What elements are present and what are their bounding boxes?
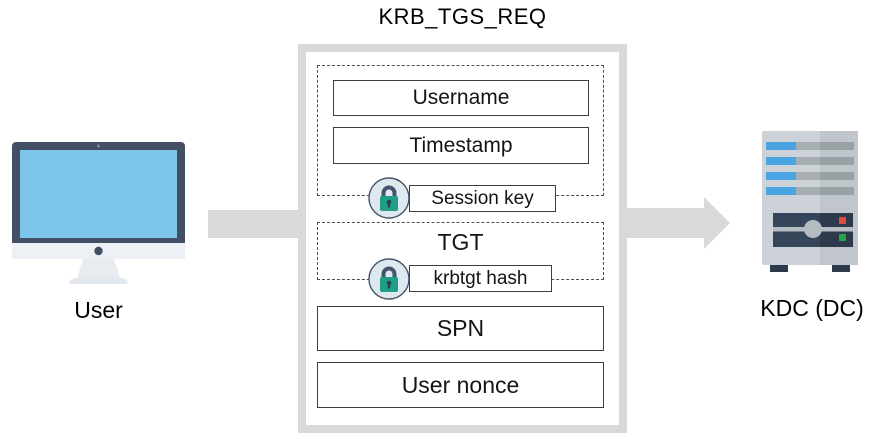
timestamp-field-label: Timestamp bbox=[409, 133, 513, 157]
krb-tgs-req-packet: Username Timestamp TGT Session key bbox=[298, 44, 627, 433]
timestamp-field: Timestamp bbox=[333, 127, 589, 164]
username-field: Username bbox=[333, 80, 589, 116]
krbtgt-hash-badge: krbtgt hash bbox=[368, 258, 558, 300]
server-drive-slots bbox=[766, 142, 854, 195]
user-nonce-field: User nonce bbox=[317, 362, 604, 408]
packet-title: KRB_TGS_REQ bbox=[378, 4, 547, 29]
kdc-node-label: KDC (DC) bbox=[760, 295, 864, 321]
username-field-label: Username bbox=[412, 86, 510, 109]
krbtgt-hash-box: krbtgt hash bbox=[409, 265, 552, 292]
krbtgt-hash-label: krbtgt hash bbox=[433, 267, 528, 289]
padlock-icon bbox=[368, 258, 410, 300]
session-key-badge: Session key bbox=[368, 177, 558, 219]
server-front-panel bbox=[773, 213, 853, 247]
user-nonce-field-label: User nonce bbox=[401, 371, 520, 398]
arrow-packet-to-kdc-icon bbox=[618, 197, 730, 249]
session-key-label: Session key bbox=[431, 187, 534, 209]
session-key-box: Session key bbox=[409, 185, 556, 212]
user-node-label: User bbox=[74, 297, 123, 323]
spn-field: SPN bbox=[317, 306, 604, 351]
server-icon bbox=[762, 131, 858, 272]
arrow-user-to-packet bbox=[208, 210, 307, 238]
spn-field-label: SPN bbox=[436, 315, 485, 341]
padlock-icon bbox=[368, 177, 410, 219]
tgt-label: TGT bbox=[437, 229, 484, 255]
desktop-computer-icon bbox=[12, 142, 185, 284]
